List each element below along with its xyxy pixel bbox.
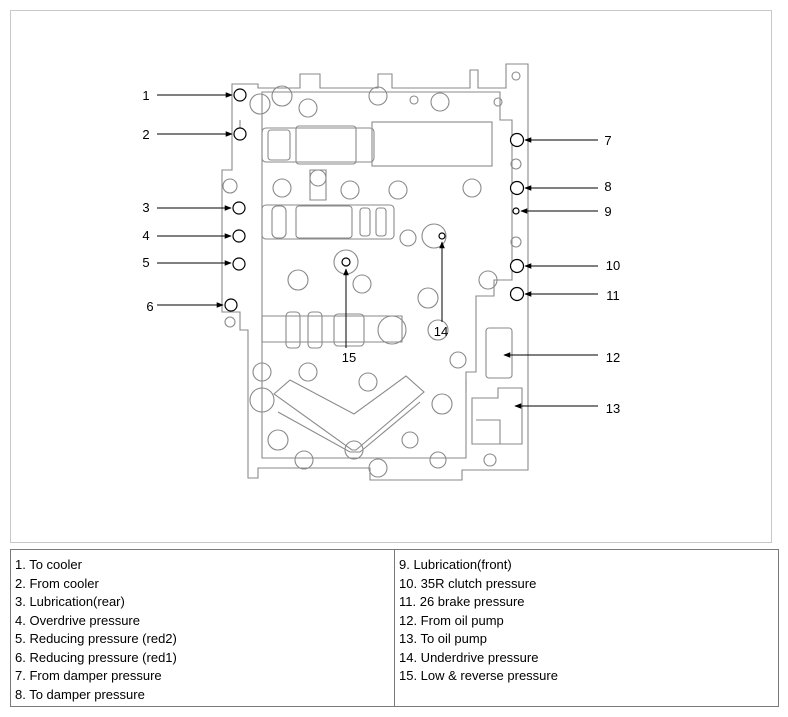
legend-item: 3. Lubrication(rear)	[15, 594, 125, 609]
leader-lines	[157, 92, 598, 409]
callout-10: 10	[606, 258, 620, 273]
legend-item: 14. Underdrive pressure	[399, 649, 539, 665]
callout-5: 5	[142, 255, 149, 270]
callout-1: 1	[142, 88, 149, 103]
callout-15: 15	[342, 350, 356, 365]
callout-13: 13	[606, 401, 620, 416]
legend-item: 5. Reducing pressure (red2)	[15, 631, 177, 646]
legend-column-left: 1. To cooler 2. From cooler 3. Lubricati…	[11, 550, 395, 706]
callout-numbers: 1 2 3 4 5 6 7 8 9 10 11 12 13 14 15	[142, 88, 620, 416]
callout-4: 4	[142, 228, 149, 243]
callout-3: 3	[142, 200, 149, 215]
legend-item: 10. 35R clutch pressure	[399, 575, 537, 591]
callout-8: 8	[604, 179, 611, 194]
legend-item: 9. Lubrication(front)	[399, 557, 512, 572]
port-markers	[224, 88, 525, 312]
legend-table: 1. To cooler 2. From cooler 3. Lubricati…	[10, 549, 779, 707]
valve-body-outline	[221, 63, 529, 481]
legend-item: 11. 26 brake pressure	[399, 594, 525, 609]
callout-7: 7	[604, 133, 611, 148]
callout-14: 14	[434, 324, 448, 339]
callout-2: 2	[142, 127, 149, 142]
callout-9: 9	[604, 204, 611, 219]
legend-item: 4. Overdrive pressure	[15, 612, 140, 628]
figure-frame	[10, 10, 772, 543]
legend-item: 7. From damper pressure	[15, 668, 162, 683]
legend-column-right: 9. Lubrication(front) 10. 35R clutch pre…	[395, 550, 778, 706]
legend-item: 2. From cooler	[15, 575, 99, 591]
legend-item: 8. To damper pressure	[15, 686, 145, 702]
valve-body-diagram: 1 2 3 4 5 6 7 8 9 10 11 12 13 14 15	[142, 63, 620, 481]
legend-item: 1. To cooler	[15, 557, 82, 572]
legend-item: 6. Reducing pressure (red1)	[15, 649, 177, 665]
legend-item: 13. To oil pump	[399, 631, 487, 646]
callout-12: 12	[606, 350, 620, 365]
callout-6: 6	[146, 299, 153, 314]
legend-item: 12. From oil pump	[399, 612, 504, 628]
callout-11: 11	[606, 288, 620, 303]
legend-item: 15. Low & reverse pressure	[399, 668, 558, 683]
